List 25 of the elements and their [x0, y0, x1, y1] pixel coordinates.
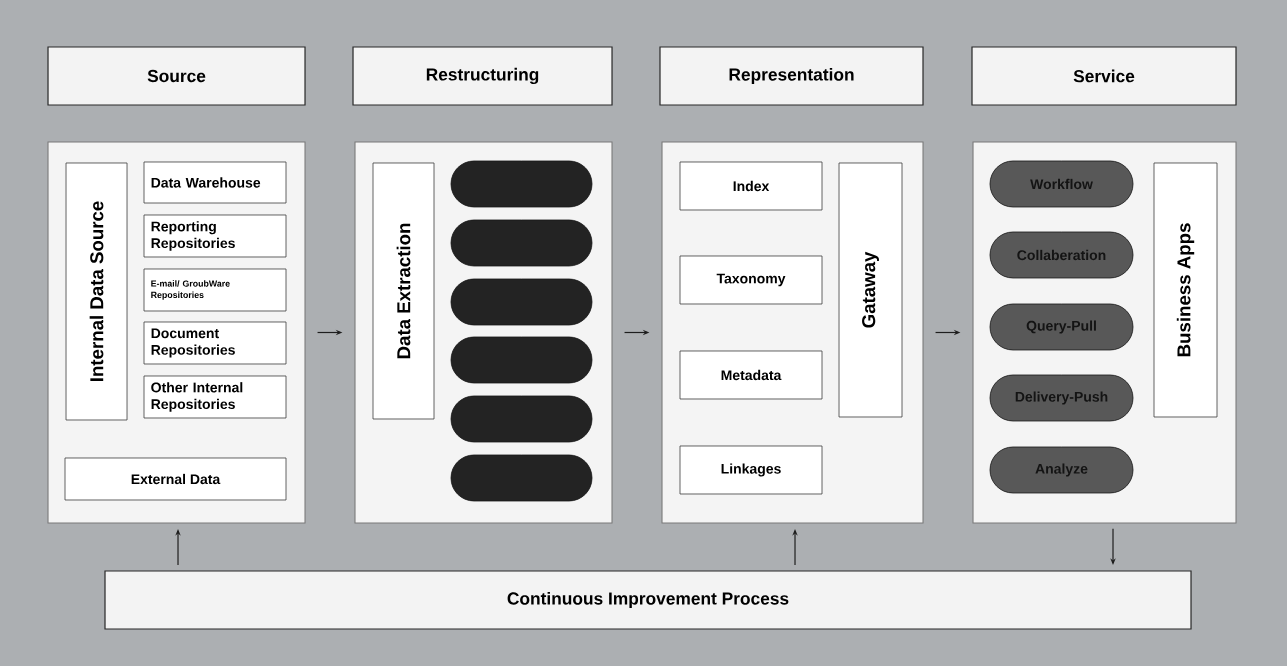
pill-shape	[450, 454, 593, 502]
vertical-label-box: Internal Data Source	[65, 162, 128, 421]
source-box: Reporting Repositories	[143, 214, 287, 258]
item-box: Taxonomy	[679, 255, 823, 305]
item-box: External Data	[64, 457, 287, 501]
stage-header-box: Representation	[659, 46, 924, 106]
item-box: Linkages	[679, 445, 823, 495]
pill-shape	[450, 278, 593, 326]
item-box: Index	[679, 161, 823, 211]
stage-header-box: Continuous Improvement Process	[104, 570, 1192, 630]
vertical-label-box: Business Apps	[1153, 162, 1218, 418]
source-box: Data Warehouse	[143, 161, 287, 204]
pill-shape	[450, 160, 593, 208]
stage-header-box: Source	[47, 46, 306, 106]
source-box: Document Repositories	[143, 321, 287, 365]
vertical-label-box: Gataway	[838, 162, 903, 418]
source-box: Other Internal Repositories	[143, 375, 287, 419]
stage-header-box: Service	[971, 46, 1237, 106]
pill-shape	[450, 219, 593, 267]
pill-shape	[450, 395, 593, 443]
pill-shape	[450, 336, 593, 384]
stage-header-box: Restructuring	[352, 46, 613, 106]
vertical-label-box: Data Extraction	[372, 162, 435, 420]
item-box: Metadata	[679, 350, 823, 400]
source-box: E-mail/ GroubWare Repositories	[143, 268, 287, 312]
